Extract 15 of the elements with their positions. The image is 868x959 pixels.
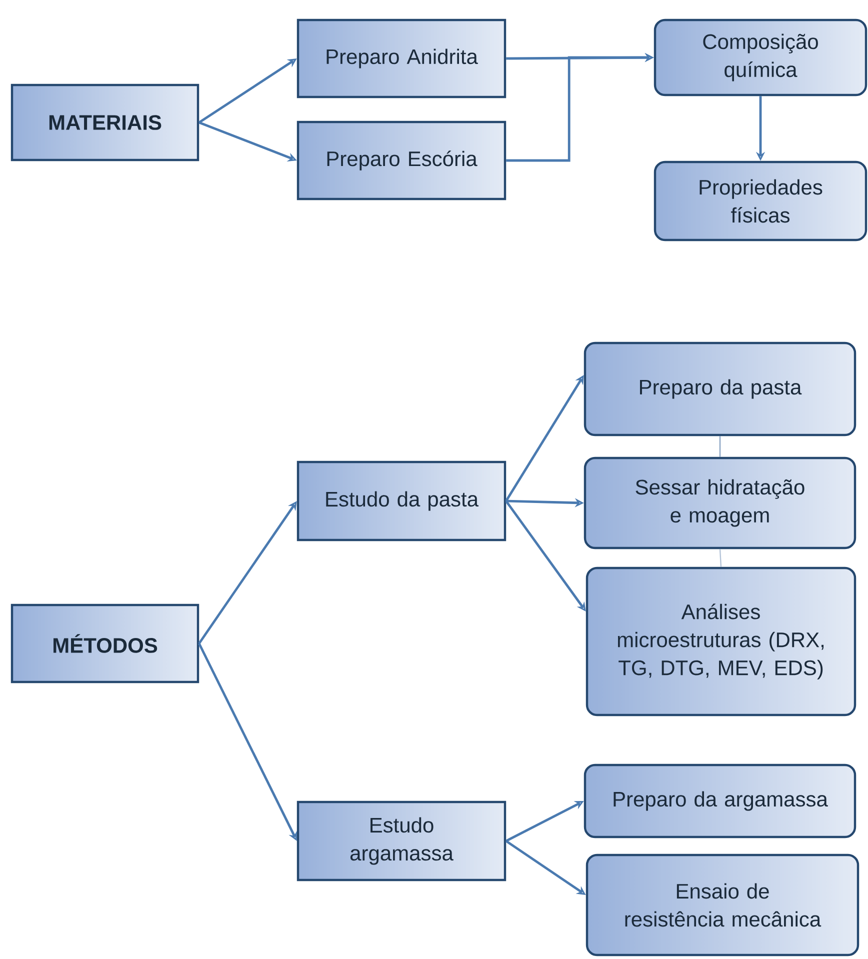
process-box: MATERIAIS <box>10 84 200 162</box>
process-box: MÉTODOS <box>10 604 200 684</box>
connector-line <box>719 549 722 567</box>
result-box: Preparo da pasta <box>584 342 856 436</box>
result-box: Análises microestruturas (DRX, TG, DTG, MEV, EDS) <box>586 566 856 716</box>
process-box: Estudo argamassa <box>296 800 506 882</box>
result-box: Propriedades físicas <box>654 160 868 242</box>
result-box: Preparo da argamassa <box>584 764 856 838</box>
process-box: Estudo da pasta <box>296 460 506 542</box>
process-box: Preparo Anidrita <box>296 18 506 98</box>
result-box: Sessar hidratação e moagem <box>584 456 856 550</box>
result-box: Composição química <box>654 18 868 96</box>
connector-line <box>719 436 721 457</box>
process-box: Preparo Escória <box>296 120 506 200</box>
result-box: Ensaio de resistência mecânica <box>586 854 860 956</box>
